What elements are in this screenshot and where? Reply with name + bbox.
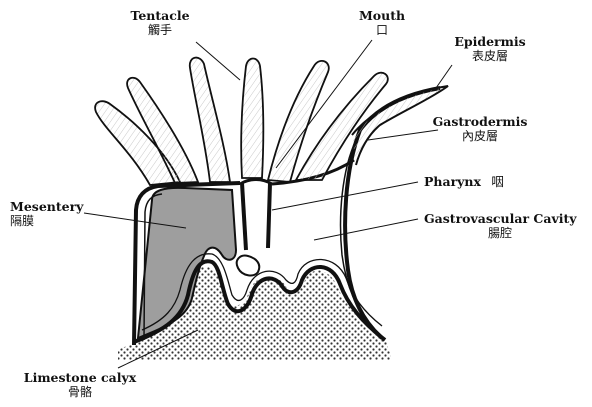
label-mesentery: Mesentery 隔膜 — [10, 199, 83, 229]
pharynx-bulb — [237, 256, 260, 276]
leader-epidermis — [436, 65, 452, 88]
label-mouth-en: Mouth — [359, 8, 405, 23]
label-calyx-zh: 骨骼 — [24, 385, 136, 400]
label-pharynx: Pharynx 咽 — [424, 174, 504, 189]
label-tentacle-en: Tentacle — [130, 8, 189, 23]
label-epidermis: Epidermis 表皮層 — [454, 34, 525, 64]
label-gastrovascular-en: Gastrovascular Cavity — [424, 211, 577, 226]
label-mouth: Mouth 口 — [359, 8, 405, 38]
tentacle-3 — [190, 58, 230, 182]
label-calyx-en: Limestone calyx — [24, 370, 136, 385]
label-tentacle-zh: 觸手 — [130, 23, 189, 38]
leader-gastrovascular — [314, 219, 418, 240]
pharynx-right — [268, 183, 270, 248]
leader-gastrodermis — [368, 130, 438, 140]
label-gastrovascular-zh: 腸腔 — [488, 226, 577, 241]
label-pharynx-en: Pharynx — [424, 174, 481, 189]
label-mesentery-en: Mesentery — [10, 199, 83, 214]
label-gastrovascular-cavity: Gastrovascular Cavity 腸腔 — [424, 211, 577, 241]
label-gastrodermis-en: Gastrodermis — [433, 114, 528, 129]
label-epidermis-en: Epidermis — [454, 34, 525, 49]
label-gastrodermis-zh: 內皮層 — [433, 129, 528, 144]
label-gastrodermis: Gastrodermis 內皮層 — [433, 114, 528, 144]
label-tentacle: Tentacle 觸手 — [130, 8, 189, 38]
label-pharynx-zh: 咽 — [491, 174, 504, 189]
label-mesentery-zh: 隔膜 — [10, 214, 83, 229]
tentacle-4 — [241, 59, 263, 179]
label-limestone-calyx: Limestone calyx 骨骼 — [24, 370, 136, 400]
pharynx-left — [242, 183, 246, 250]
label-mouth-zh: 口 — [359, 23, 405, 38]
label-epidermis-zh: 表皮層 — [454, 49, 525, 64]
